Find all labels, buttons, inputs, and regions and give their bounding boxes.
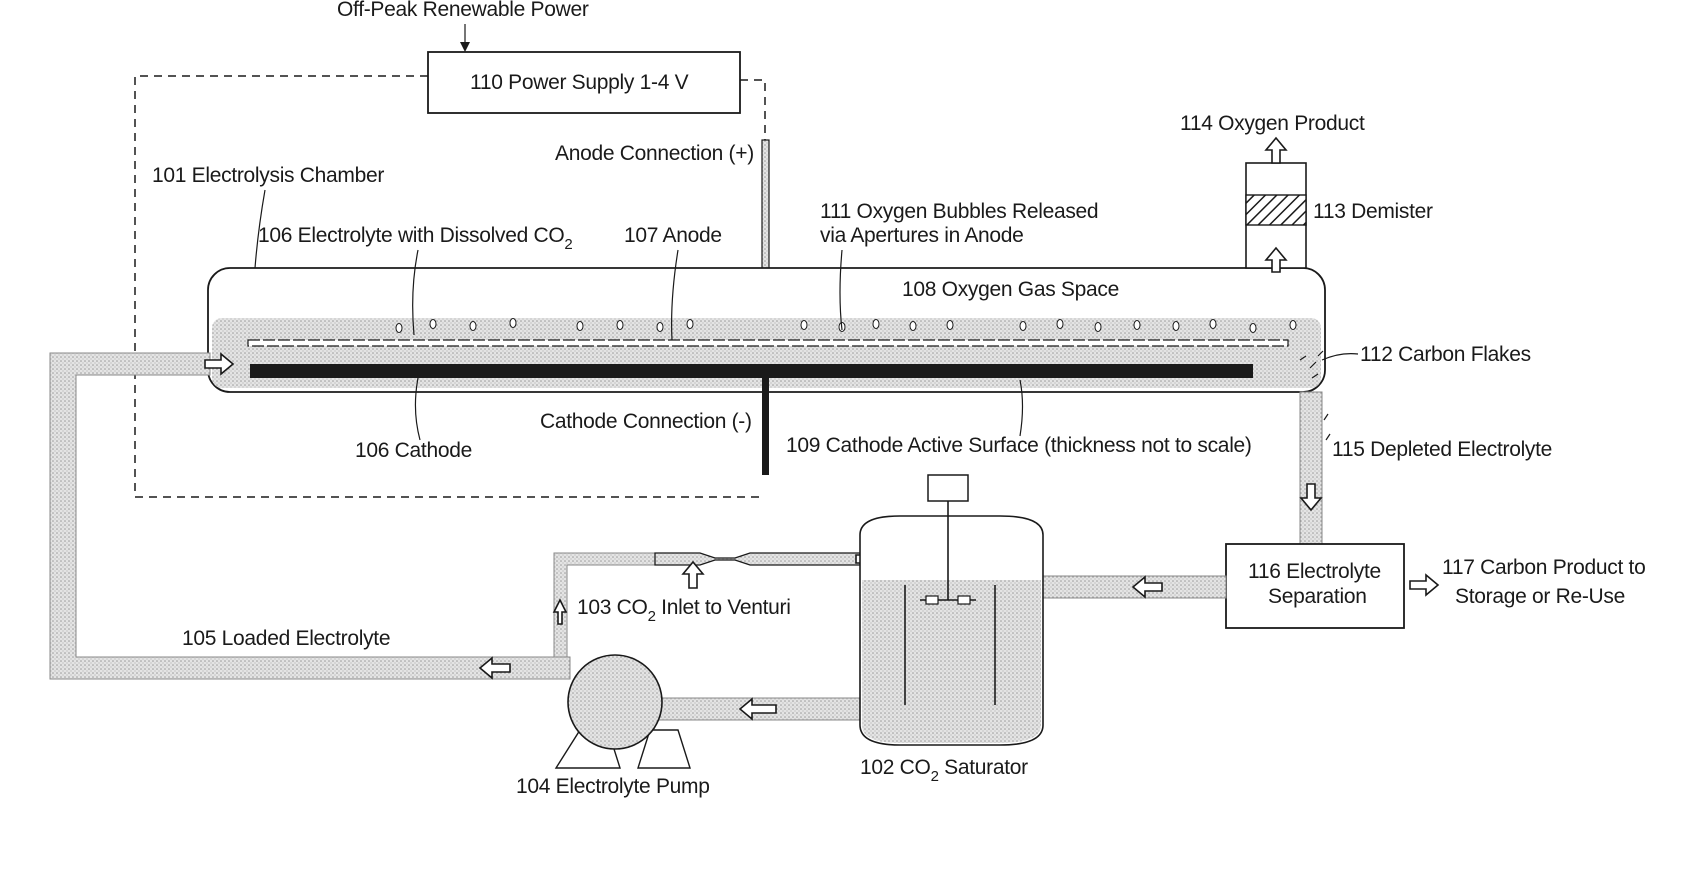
depleted-electrolyte-pipe — [1300, 392, 1322, 544]
venturi — [655, 553, 860, 565]
electrolysis-chamber-label: 101 Electrolysis Chamber — [152, 164, 384, 187]
cathode-connection-label: Cathode Connection (-) — [540, 410, 752, 433]
power-supply-label: 110 Power Supply 1-4 V — [470, 71, 689, 94]
loaded-electrolyte-label: 105 Loaded Electrolyte — [182, 627, 390, 650]
renewable-power-label: Off-Peak Renewable Power — [337, 0, 589, 21]
carbon-product-arrow — [1410, 575, 1438, 595]
anode-plate — [248, 340, 1288, 346]
co2-inlet-label: 103 CO2 Inlet to Venturi — [577, 596, 791, 625]
depleted-electrolyte-label: 115 Depleted Electrolyte — [1332, 438, 1552, 461]
cathode-active-surface-label: 109 Cathode Active Surface (thickness no… — [786, 434, 1252, 457]
renewable-power-arrow — [460, 24, 470, 52]
electrolyte-dissolved-label: 106 Electrolyte with Dissolved CO2 — [258, 224, 572, 253]
anode-label: 107 Anode — [624, 224, 722, 247]
oxygen-gas-space-label: 108 Oxygen Gas Space — [902, 278, 1119, 301]
oxygen-bubbles-label-2: via Apertures in Anode — [820, 224, 1024, 247]
cathode-label: 106 Cathode — [355, 439, 472, 462]
demister-label: 113 Demister — [1313, 200, 1433, 223]
carbon-flakes-label: 112 Carbon Flakes — [1360, 343, 1531, 366]
co2-saturator — [860, 475, 1043, 745]
carbon-flakes-leader — [1322, 354, 1358, 360]
demister — [1246, 195, 1306, 225]
cathode-connection-rod — [762, 376, 769, 475]
cathode-plate — [250, 364, 1253, 378]
co2-inlet-arrow — [683, 562, 703, 588]
oxygen-bubbles-label-1: 111 Oxygen Bubbles Released — [820, 200, 1098, 223]
co2-saturator-label: 102 CO2 Saturator — [860, 756, 1028, 785]
carbon-product-label-2: Storage or Re-Use — [1455, 585, 1625, 608]
anode-connection-label: Anode Connection (+) — [555, 142, 754, 165]
electrolyte-pump-label: 104 Electrolyte Pump — [516, 775, 710, 798]
carbon-product-label-1: 117 Carbon Product to — [1442, 556, 1645, 579]
electrolyte-separation-label-2: Separation — [1268, 585, 1367, 608]
electrolyte-separation-label-1: 116 Electrolyte — [1248, 560, 1381, 583]
oxygen-product-label: 114 Oxygen Product — [1180, 112, 1365, 135]
oxygen-product-arrow — [1266, 138, 1286, 163]
